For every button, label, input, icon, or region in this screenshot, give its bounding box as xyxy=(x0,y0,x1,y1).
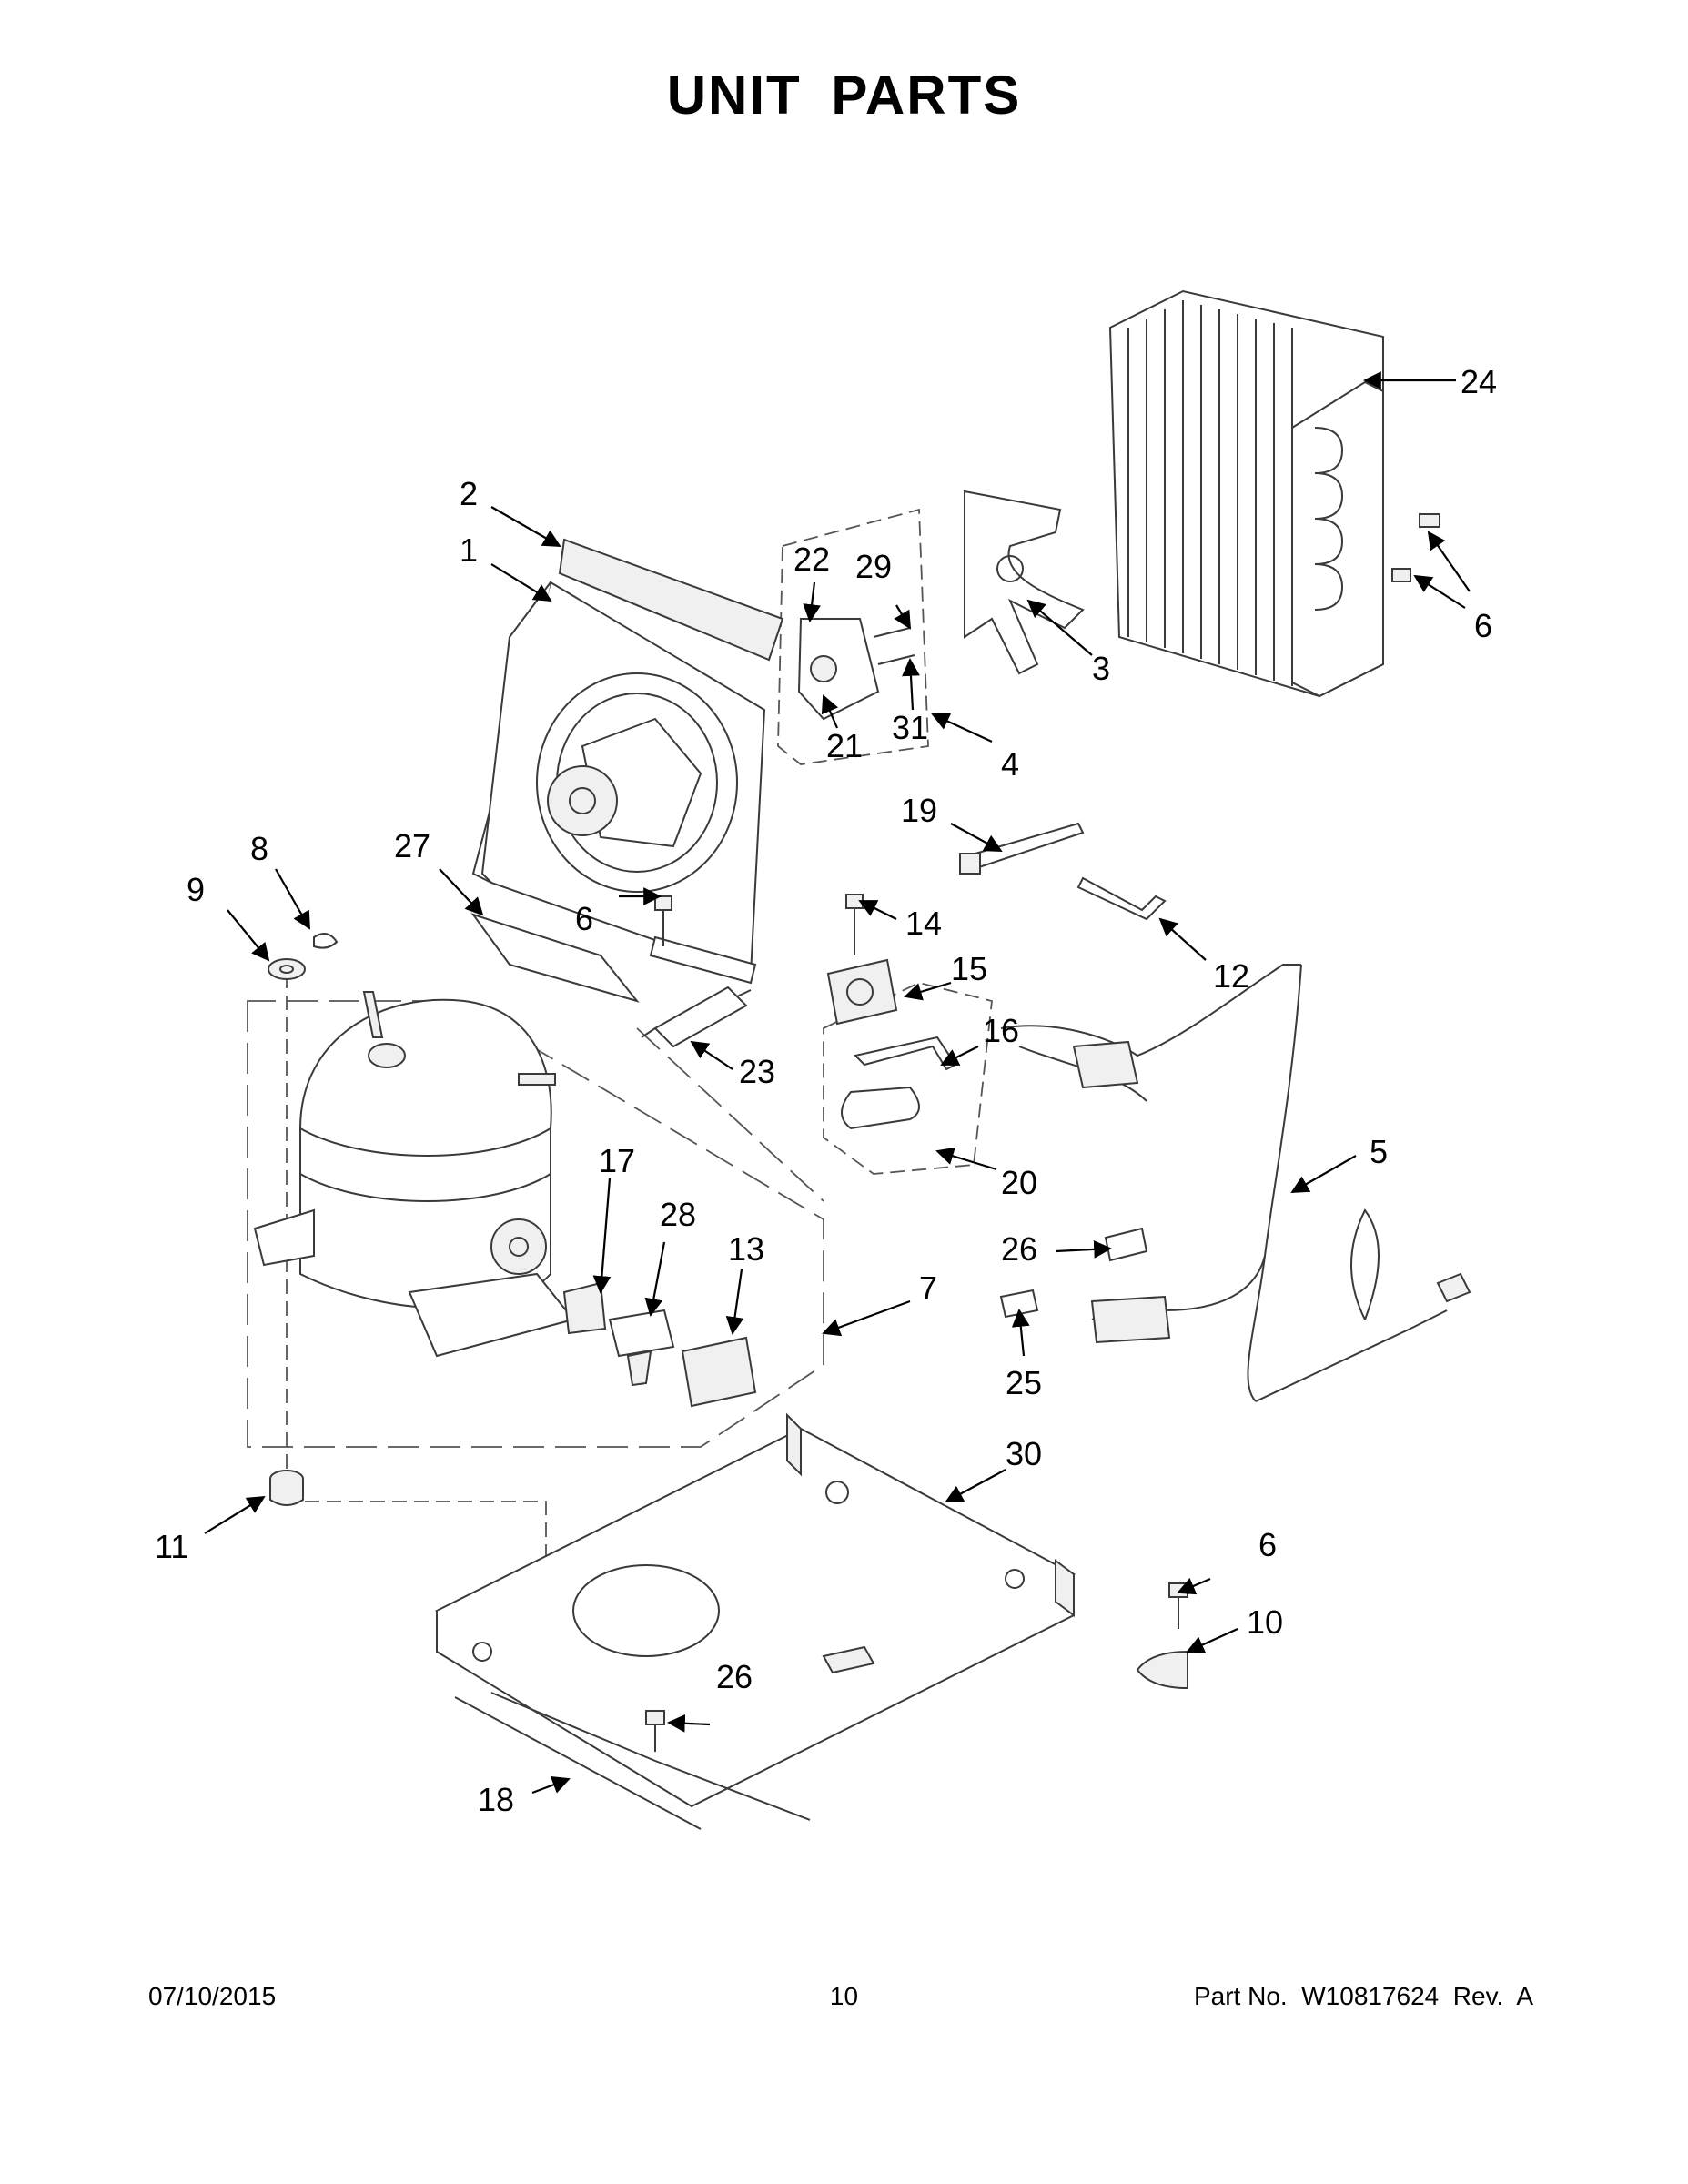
tube-part xyxy=(1076,876,1167,921)
callout-26-base: 26 xyxy=(716,1658,753,1695)
bracket-part xyxy=(841,1036,957,1130)
callout-1: 1 xyxy=(460,531,478,569)
callout-15: 15 xyxy=(951,950,987,987)
motor-assembly-outline xyxy=(777,508,929,765)
cable-tie-part xyxy=(959,822,1085,875)
callout-21: 21 xyxy=(826,727,863,764)
callout-4: 4 xyxy=(1001,745,1019,783)
overload-part xyxy=(562,1281,607,1335)
footer-date: 07/10/2015 xyxy=(148,1982,277,2010)
callout-27: 27 xyxy=(394,827,430,864)
callout-6-condenser: 6 xyxy=(1474,607,1492,644)
callout-20: 20 xyxy=(1001,1164,1037,1201)
callout-6-bracket: 6 xyxy=(1258,1526,1277,1563)
callout-12: 12 xyxy=(1213,957,1249,995)
condenser-part xyxy=(1108,289,1384,698)
callout-5: 5 xyxy=(1370,1133,1388,1170)
callout-23: 23 xyxy=(739,1053,775,1090)
condenser-tube-outline xyxy=(823,982,993,1175)
clip-26-part xyxy=(1104,1227,1148,1262)
fan-blade-part xyxy=(964,490,1085,675)
callout-24: 24 xyxy=(1461,363,1497,400)
callout-30: 30 xyxy=(1006,1435,1042,1472)
callout-18: 18 xyxy=(478,1781,514,1818)
cover-plate-part xyxy=(470,913,640,1003)
fan-motor-part xyxy=(797,618,880,721)
footer-page-number: 10 xyxy=(829,1982,859,2010)
callout-19: 19 xyxy=(901,792,937,829)
grommet-part xyxy=(268,958,306,980)
callout-17: 17 xyxy=(599,1142,635,1179)
base-gasket-part xyxy=(454,1692,811,1830)
callout-7: 7 xyxy=(919,1269,937,1307)
callout-29: 29 xyxy=(855,548,892,585)
callout-28: 28 xyxy=(660,1196,696,1233)
filter-drier-part xyxy=(641,986,752,1048)
fan-shroud-part xyxy=(471,581,766,985)
callout-11: 11 xyxy=(155,1528,188,1565)
compressor-part xyxy=(253,991,575,1358)
foam-strip-part xyxy=(558,538,784,662)
clamp-part xyxy=(1136,1650,1188,1690)
condenser-screws-part xyxy=(1391,513,1440,582)
leader-arrows xyxy=(204,371,1471,1795)
capacitor-part xyxy=(681,1336,757,1408)
callout-10: 10 xyxy=(1247,1603,1283,1641)
callout-8: 8 xyxy=(250,830,268,867)
callout-3: 3 xyxy=(1092,650,1110,687)
foot-part xyxy=(269,1470,304,1506)
wiring-harness-part xyxy=(1000,964,1471,1402)
relay-part xyxy=(608,1309,675,1387)
callout-16: 16 xyxy=(983,1012,1019,1049)
footer-part-number: Part No. W10817624 Rev. A xyxy=(1193,1982,1533,2010)
callout-26-wiring: 26 xyxy=(1001,1230,1037,1268)
callout-13: 13 xyxy=(728,1230,764,1268)
valve-screw-part xyxy=(845,894,864,956)
callout-6-shroud: 6 xyxy=(575,900,593,937)
callout-31: 31 xyxy=(892,709,928,746)
page-title: UNIT PARTS xyxy=(666,65,1022,126)
base-screw-part xyxy=(645,1710,665,1752)
water-valve-coil-part xyxy=(826,958,898,1026)
callout-22: 22 xyxy=(793,541,830,578)
base-pan-part xyxy=(434,1412,1076,1808)
callout-25: 25 xyxy=(1006,1364,1042,1401)
callout-2: 2 xyxy=(460,475,478,512)
motor-screws-part xyxy=(873,627,915,665)
callout-14: 14 xyxy=(905,905,942,942)
callout-9: 9 xyxy=(187,871,205,908)
clip-part xyxy=(313,933,339,949)
